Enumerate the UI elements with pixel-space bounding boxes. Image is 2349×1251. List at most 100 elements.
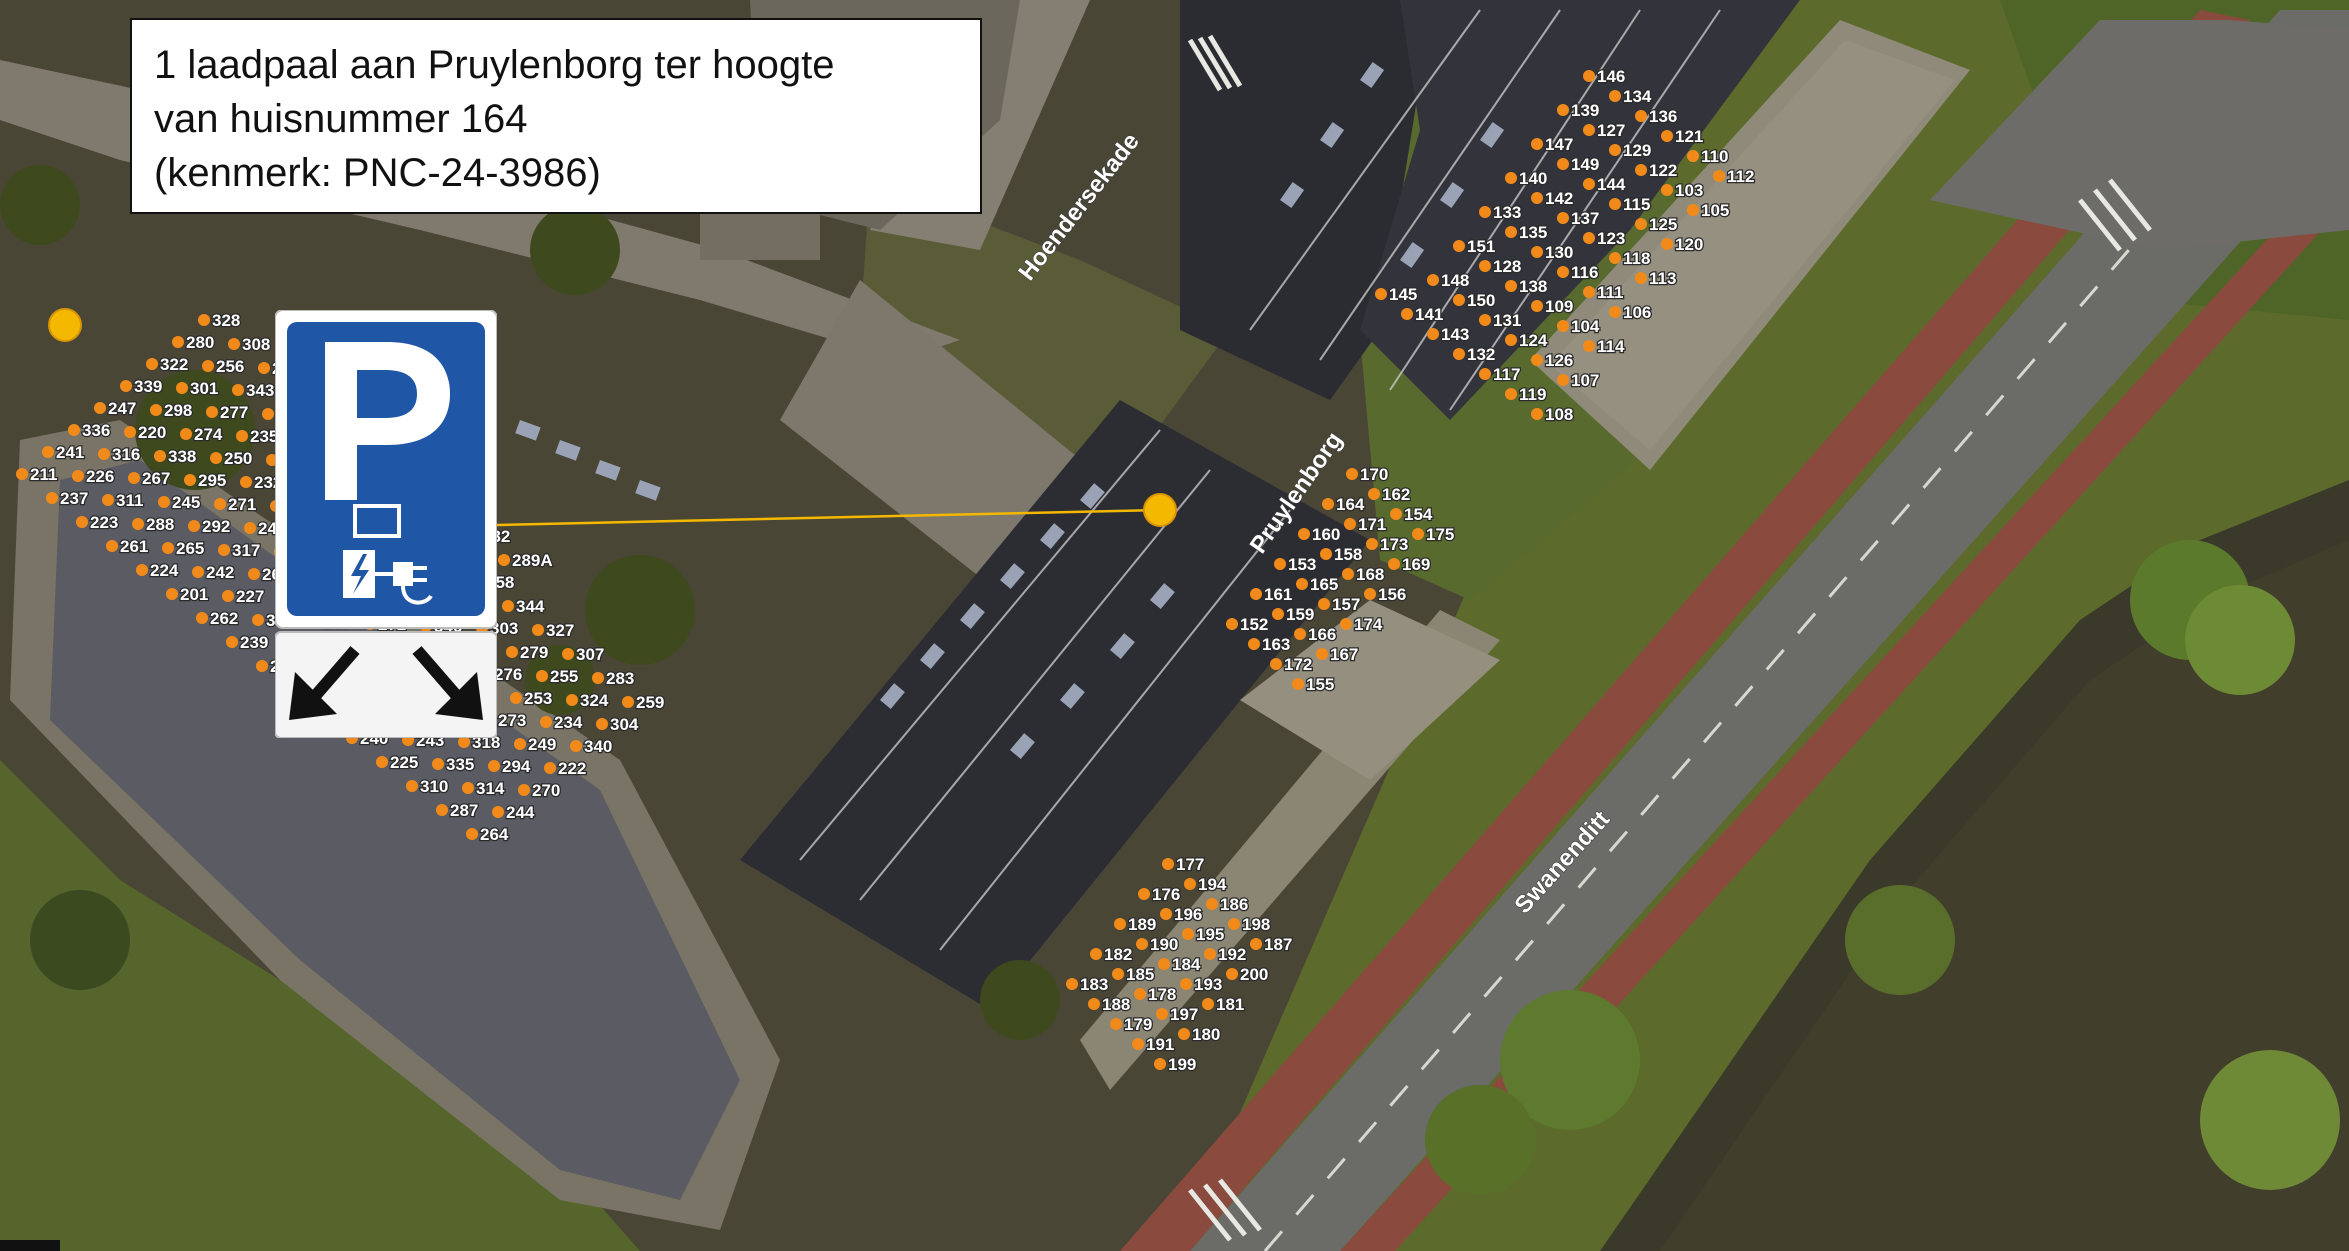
house-dot [1364,588,1376,600]
house-number-label: 116 [1571,263,1598,282]
house-number-label: 173 [1380,535,1408,554]
house-number-label: 277 [220,403,248,422]
house-number-label: 132 [1467,345,1495,364]
house-number-label: 288 [146,515,174,534]
house-dot [536,670,548,682]
house-number-label: 129 [1623,141,1651,160]
house-dot [1557,320,1569,332]
house-dot [1248,638,1260,650]
house-dot [166,588,178,600]
house-dot [1453,240,1465,252]
house-dot [488,760,500,772]
house-dot [1294,628,1306,640]
house-number-label: 220 [138,423,166,442]
house-number-label: 105 [1701,201,1729,220]
house-number-label: 242 [206,563,234,582]
house-dot [1316,648,1328,660]
house-number-label: 143 [1441,325,1469,344]
house-number-label: 118 [1623,249,1650,268]
house-number-label: 128 [1493,257,1521,276]
house-dot [222,590,234,602]
house-dot [492,806,504,818]
house-number-label: 336 [82,421,110,440]
house-number-label: 107 [1571,371,1599,390]
house-dot [1531,192,1543,204]
house-number-label: 335 [446,755,474,774]
house-number-label: 175 [1426,525,1454,544]
parking-lot [515,0,1800,1010]
house-number-label: 308 [242,335,270,354]
house-dot [1609,90,1621,102]
house-dot [1635,218,1647,230]
house-number-label: 223 [90,513,118,532]
house-dot [1346,468,1358,480]
house-dot [1342,568,1354,580]
house-number-label: 298 [164,401,192,420]
caption-line-1: 1 laadpaal aan Pruylenborg ter hoogte [154,43,835,87]
house-dot [544,762,556,774]
vehicle-box-icon [353,504,401,538]
house-dot [1250,938,1262,950]
house-dot [1206,898,1218,910]
house-dot [498,554,510,566]
house-dot [248,568,260,580]
house-number-label: 287 [450,801,478,820]
house-dot [1635,272,1647,284]
house-number-label: 109 [1545,297,1573,316]
house-number-label: 327 [546,621,574,640]
house-dot [1250,588,1262,600]
house-dot [162,542,174,554]
house-number-label: 235 [250,427,278,446]
house-dot [1479,260,1491,272]
house-dot [1635,164,1647,176]
house-number-label: 135 [1519,223,1547,242]
house-dot [72,470,84,482]
house-number-label: 123 [1597,229,1625,248]
house-number-label: 199 [1168,1055,1196,1074]
house-number-label: 244 [506,803,535,822]
location-marker[interactable] [48,308,82,342]
house-number-label: 311 [116,491,143,510]
house-number-label: 150 [1467,291,1495,310]
house-number-label: 201 [180,585,208,604]
house-dot [98,448,110,460]
house-dot [1583,340,1595,352]
house-number-label: 261 [120,537,148,556]
house-dot [502,600,514,612]
house-dot [1340,618,1352,630]
house-number-label: 104 [1571,317,1600,336]
house-dot [1088,998,1100,1010]
house-number-label: 301 [190,379,218,398]
house-dot [506,646,518,658]
house-number-label: 292 [202,517,230,536]
house-number-label: 106 [1623,303,1651,322]
house-dot [1066,978,1078,990]
house-dot [1344,518,1356,530]
house-dot [188,520,200,532]
house-number-label: 110 [1701,147,1728,166]
house-number-label: 289A [512,551,553,570]
house-number-label: 115 [1623,195,1650,214]
house-number-label: 127 [1597,121,1625,140]
house-dot [1479,314,1491,326]
house-number-label: 253 [524,689,552,708]
house-number-label: 140 [1519,169,1547,188]
house-number-label: 234 [554,713,583,732]
house-dot [106,540,118,552]
house-number-label: 158 [1334,545,1362,564]
house-number-label: 304 [610,715,639,734]
house-number-label: 197 [1170,1005,1198,1024]
house-dot [146,358,158,370]
house-number-label: 265 [176,539,204,558]
house-number-label: 307 [576,645,604,664]
house-dot [218,544,230,556]
house-dot [1583,70,1595,82]
house-dot [1635,110,1647,122]
charging-point-marker[interactable] [1143,493,1177,527]
house-dot [562,648,574,660]
house-number-label: 152 [1240,615,1268,634]
house-number-label: 191 [1146,1035,1174,1054]
house-number-label: 273 [498,711,526,730]
house-number-label: 154 [1404,505,1433,524]
